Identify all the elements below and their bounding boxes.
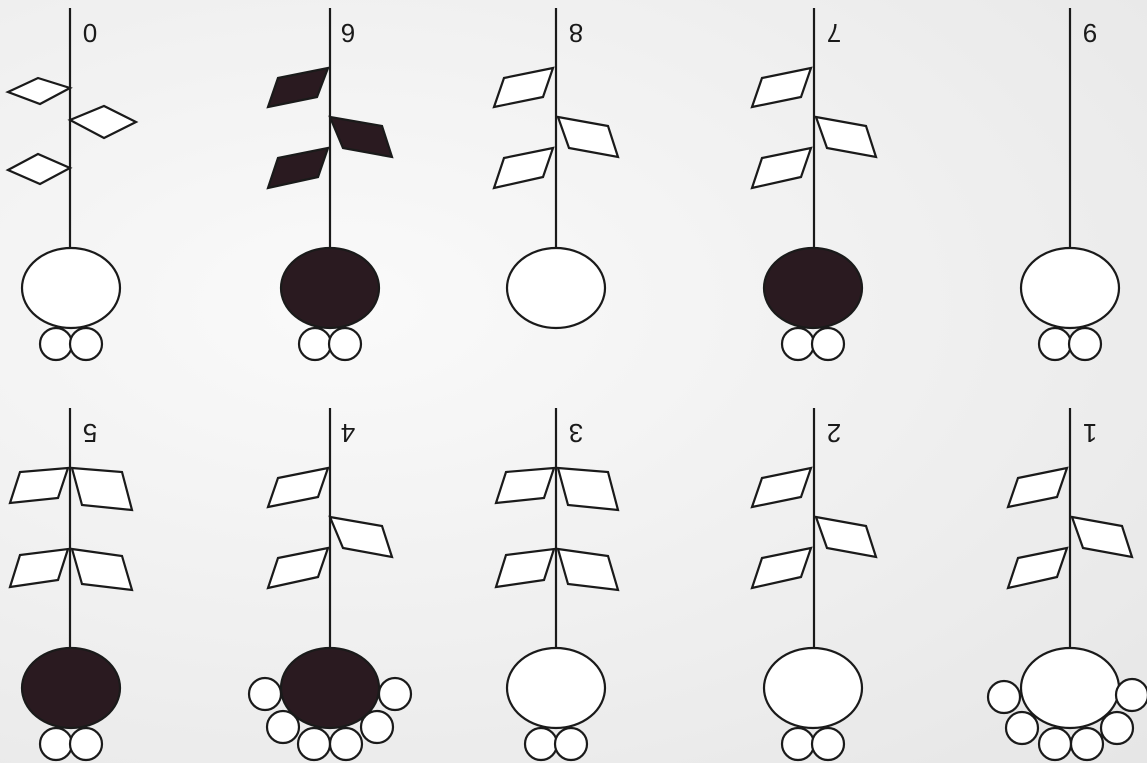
small-circle (379, 678, 411, 710)
small-circle (1039, 328, 1071, 360)
plant-2: 2 (752, 408, 876, 760)
leaf (496, 468, 554, 503)
center-circle (764, 648, 862, 728)
small-circle (299, 328, 331, 360)
plant-label: 9 (1083, 18, 1097, 48)
leaf (1008, 468, 1067, 507)
small-circle (329, 328, 361, 360)
plant-5: 5 (10, 408, 132, 760)
center-circle (22, 648, 120, 728)
small-circle (1006, 712, 1038, 744)
leaf (496, 549, 554, 587)
small-circle (812, 728, 844, 760)
leaf (816, 517, 876, 557)
leaf (558, 117, 618, 157)
small-circle (40, 328, 72, 360)
leaf (1008, 548, 1067, 588)
leaf (10, 468, 68, 503)
small-circle (298, 728, 330, 760)
center-circle (1021, 248, 1119, 328)
plant-label: 1 (1083, 418, 1097, 448)
leaf (268, 148, 328, 188)
plant-label: 5 (83, 418, 97, 448)
leaf (330, 117, 392, 157)
leaf (558, 549, 618, 590)
small-circle (40, 728, 72, 760)
leaf (558, 468, 618, 510)
leaf (330, 517, 392, 557)
plant-label: 6 (341, 18, 355, 48)
small-circle (330, 728, 362, 760)
small-circle (782, 328, 814, 360)
plant-7: 7 (752, 8, 876, 360)
small-circle (525, 728, 557, 760)
leaf (752, 68, 811, 107)
center-circle (281, 248, 379, 328)
plant-1: 1 (988, 408, 1147, 760)
small-circle (782, 728, 814, 760)
leaf (10, 549, 68, 587)
leaf (72, 468, 132, 510)
leaf (268, 68, 328, 107)
small-circle (1039, 728, 1071, 760)
small-circle (1071, 728, 1103, 760)
small-circle (70, 328, 102, 360)
small-circle (267, 711, 299, 743)
leaf (752, 548, 811, 588)
leaf (8, 154, 70, 184)
center-circle (507, 648, 605, 728)
leaf (494, 148, 553, 188)
small-circle (361, 711, 393, 743)
leaf (8, 78, 70, 104)
leaf (816, 117, 876, 157)
plant-label: 2 (827, 418, 841, 448)
plant-label: 4 (341, 418, 355, 448)
leaf (70, 106, 136, 138)
leaf (268, 468, 328, 507)
leaf (752, 148, 811, 188)
plant-8: 8 (494, 8, 618, 328)
leaf (268, 548, 328, 588)
small-circle (1069, 328, 1101, 360)
plant-3: 3 (496, 408, 618, 760)
center-circle (507, 248, 605, 328)
center-circle (22, 248, 120, 328)
plant-label: 3 (569, 418, 583, 448)
small-circle (1116, 679, 1147, 711)
plant-9: 9 (1021, 8, 1119, 360)
small-circle (1101, 712, 1133, 744)
small-circle (812, 328, 844, 360)
plant-label: 8 (569, 18, 583, 48)
center-circle (764, 248, 862, 328)
leaf (494, 68, 553, 107)
plant-4: 4 (249, 408, 411, 760)
plant-6: 6 (268, 8, 392, 360)
center-circle (1021, 648, 1119, 728)
plant-0: 0 (8, 8, 136, 360)
small-circle (988, 681, 1020, 713)
plant-label: 0 (83, 18, 97, 48)
plant-label: 7 (827, 18, 841, 48)
small-circle (70, 728, 102, 760)
leaf (752, 468, 811, 507)
small-circle (555, 728, 587, 760)
leaf (72, 549, 132, 590)
small-circle (249, 678, 281, 710)
leaf (1072, 517, 1132, 557)
